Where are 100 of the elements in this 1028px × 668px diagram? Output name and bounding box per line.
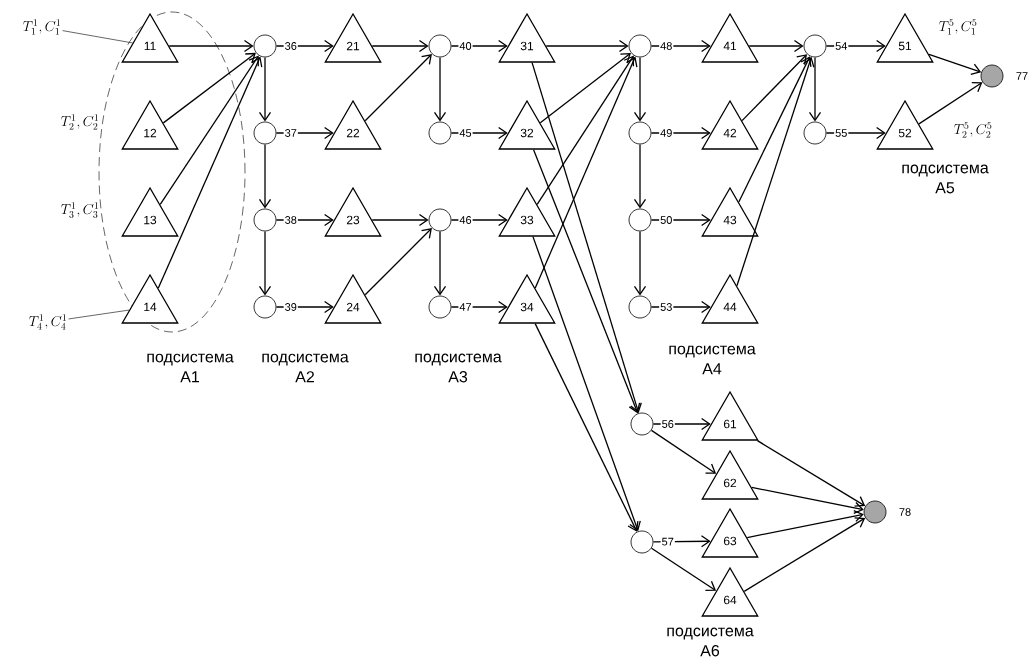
arrow (275, 300, 334, 314)
circle-node (628, 295, 652, 319)
subsystem-label: подсистема A4 (669, 345, 756, 375)
arrow (738, 56, 812, 203)
arrow (534, 56, 638, 289)
edge-label: 55 (834, 128, 849, 138)
arrow (746, 510, 864, 539)
formula-label: $T_2^5,C_2^5$ (954, 122, 992, 138)
arrow (157, 56, 263, 289)
arrow (808, 56, 822, 122)
edge-label: 36 (283, 41, 298, 51)
circle-node (428, 295, 452, 319)
formula-label: $T_2^1,C_2^1$ (61, 114, 99, 130)
arrow (928, 53, 982, 76)
edge-label: 49 (659, 128, 674, 138)
circle-node (628, 34, 652, 58)
arrow (258, 56, 272, 122)
node-number: 77 (1016, 72, 1028, 80)
subsystem-label: подсистема A1 (147, 353, 234, 383)
arrow (450, 213, 508, 227)
edge-label: 48 (659, 41, 674, 51)
arrow (159, 55, 259, 206)
arrow (633, 143, 647, 209)
circle-node (428, 34, 452, 58)
arrow (450, 39, 508, 53)
arrow (650, 547, 717, 591)
arrow (162, 52, 256, 124)
arrow (633, 230, 647, 296)
arrow (433, 230, 447, 296)
arrow (450, 126, 508, 140)
circle-node (863, 500, 887, 524)
edge-label: 46 (458, 215, 473, 225)
edge-label: 45 (458, 128, 473, 138)
edge-label: 57 (660, 536, 675, 547)
subsystem-label: подсистема A3 (415, 353, 502, 383)
arrow (532, 149, 641, 414)
arrow (748, 39, 804, 53)
arrow (743, 517, 866, 592)
formula-label: $T_4^1,C_4^1$ (29, 314, 67, 330)
arrow (258, 230, 272, 296)
arrow (168, 39, 254, 53)
arrow (371, 39, 429, 53)
edge-label: 38 (283, 215, 298, 225)
edge-label: 37 (283, 128, 298, 138)
arrow (736, 56, 815, 287)
node-number: 78 (899, 508, 911, 516)
arrow (825, 39, 886, 53)
arrow (650, 300, 711, 314)
arrow (633, 56, 647, 122)
arrow (364, 54, 432, 122)
arrow (650, 126, 711, 140)
circle-node (253, 295, 277, 319)
arrow (652, 535, 711, 548)
circle-node (628, 208, 652, 232)
arrow (433, 56, 447, 122)
edge-label: 50 (659, 215, 674, 225)
circle-node (628, 121, 652, 145)
arrow (531, 62, 642, 414)
circle-node (253, 121, 277, 145)
arrow (536, 55, 635, 205)
circle-node (803, 121, 827, 145)
circle-node (630, 530, 654, 554)
leader-line (68, 309, 130, 320)
edge-label: 47 (458, 302, 473, 312)
arrow (545, 39, 629, 53)
arrow (825, 126, 886, 140)
arrow (371, 213, 429, 227)
arrow (275, 126, 334, 140)
arrow (258, 143, 272, 209)
subsystem-label: подсистема A2 (262, 353, 349, 383)
arrow (650, 213, 711, 227)
leader-line (62, 30, 133, 44)
circle-node (803, 34, 827, 58)
arrow (650, 429, 717, 474)
circle-node (630, 412, 654, 436)
edge-label: 40 (458, 41, 473, 51)
arrow (751, 486, 864, 514)
arrow (275, 213, 334, 227)
formula-label: $T_3^1,C_3^1$ (61, 202, 99, 218)
subsystem-label: подсистема A5 (902, 164, 989, 194)
arrow (275, 39, 334, 53)
edge-label: 53 (659, 302, 674, 312)
arrow (756, 440, 866, 507)
edge-label: 54 (834, 41, 849, 51)
arrow (534, 323, 639, 532)
edge-label: 56 (660, 419, 675, 429)
circle-node (428, 121, 452, 145)
formula-label: $T_1^1,C_1^1$ (23, 19, 61, 35)
circle-node (980, 64, 1004, 88)
circle-node (253, 34, 277, 58)
edge-label: 39 (283, 302, 298, 312)
arrow (364, 228, 432, 296)
arrow (450, 300, 508, 314)
circle-node (253, 208, 277, 232)
arrow (918, 82, 983, 125)
circle-node (428, 208, 452, 232)
arrow (741, 54, 808, 122)
arrow (532, 236, 641, 532)
arrow (539, 52, 631, 124)
arrow (650, 39, 711, 53)
